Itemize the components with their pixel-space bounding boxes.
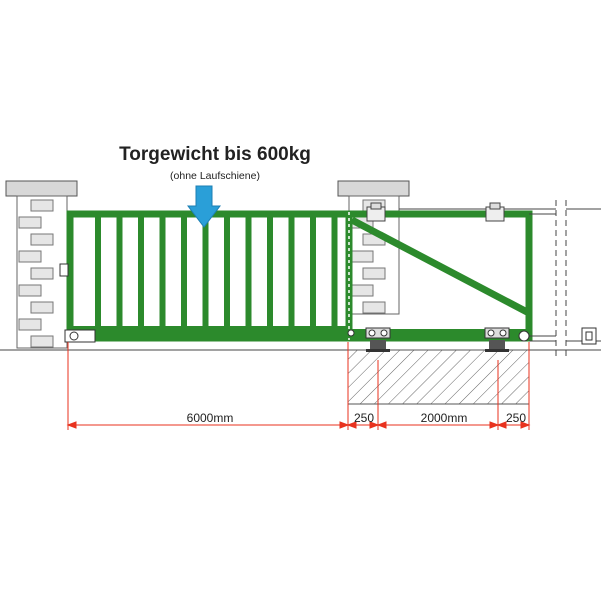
top-guide-roller-right (485, 202, 505, 222)
left-pillar (5, 180, 78, 349)
brick (350, 250, 374, 263)
dimension-counterweight-length: 2000mm (420, 411, 468, 425)
brick (18, 284, 42, 297)
gate-bar (159, 216, 166, 328)
foundation-block (347, 349, 530, 405)
gate-bar (138, 216, 144, 328)
brick (30, 233, 54, 246)
dimension-lines (66, 342, 531, 430)
brick (362, 267, 386, 280)
gate-frame (66, 210, 353, 342)
end-roller-right (518, 330, 530, 342)
roller-carriage-right (484, 327, 510, 352)
gate-weight-title: Torgewicht bis 600kg (119, 144, 311, 165)
left-pillar-bricks (18, 199, 54, 348)
gate-weight-subtitle: (ohne Laufschiene) (170, 170, 260, 182)
brick (30, 199, 54, 212)
wall-mount-icon (59, 263, 69, 277)
counterweight-diagonal (350, 216, 529, 316)
down-arrow-icon (186, 185, 222, 228)
gate-bar (331, 216, 338, 328)
gate-bar (224, 216, 230, 328)
brick (362, 301, 386, 314)
guide-rail-outline (399, 200, 601, 360)
roller-carriage-left (365, 327, 391, 352)
right-pillar-cap (337, 180, 410, 197)
gate-bar (267, 216, 273, 328)
brick (350, 284, 374, 297)
brick (18, 318, 42, 331)
counterweight-frame (345, 210, 533, 342)
gate-bar (310, 216, 316, 328)
gate-leaf (66, 210, 353, 342)
gate-bottom-rail (70, 326, 349, 338)
gate-bar (202, 216, 209, 328)
brick (30, 267, 54, 280)
gate-bar (245, 216, 252, 328)
brick (18, 250, 42, 263)
brick (30, 301, 54, 314)
brick (30, 335, 54, 348)
dimension-gate-length: 6000mm (186, 411, 234, 425)
gate-bar (95, 216, 101, 328)
gate-bar (181, 216, 187, 328)
end-roller-left (64, 329, 355, 343)
end-catcher-icon (581, 327, 597, 345)
gate-bar (116, 216, 123, 328)
brick (18, 216, 42, 229)
top-guide-roller-left (366, 202, 386, 222)
gate-bar (288, 216, 295, 328)
dimension-gap-left: 250 (353, 411, 375, 425)
left-pillar-cap (5, 180, 78, 197)
gate-bars (95, 216, 338, 328)
dimension-gap-right: 250 (505, 411, 527, 425)
